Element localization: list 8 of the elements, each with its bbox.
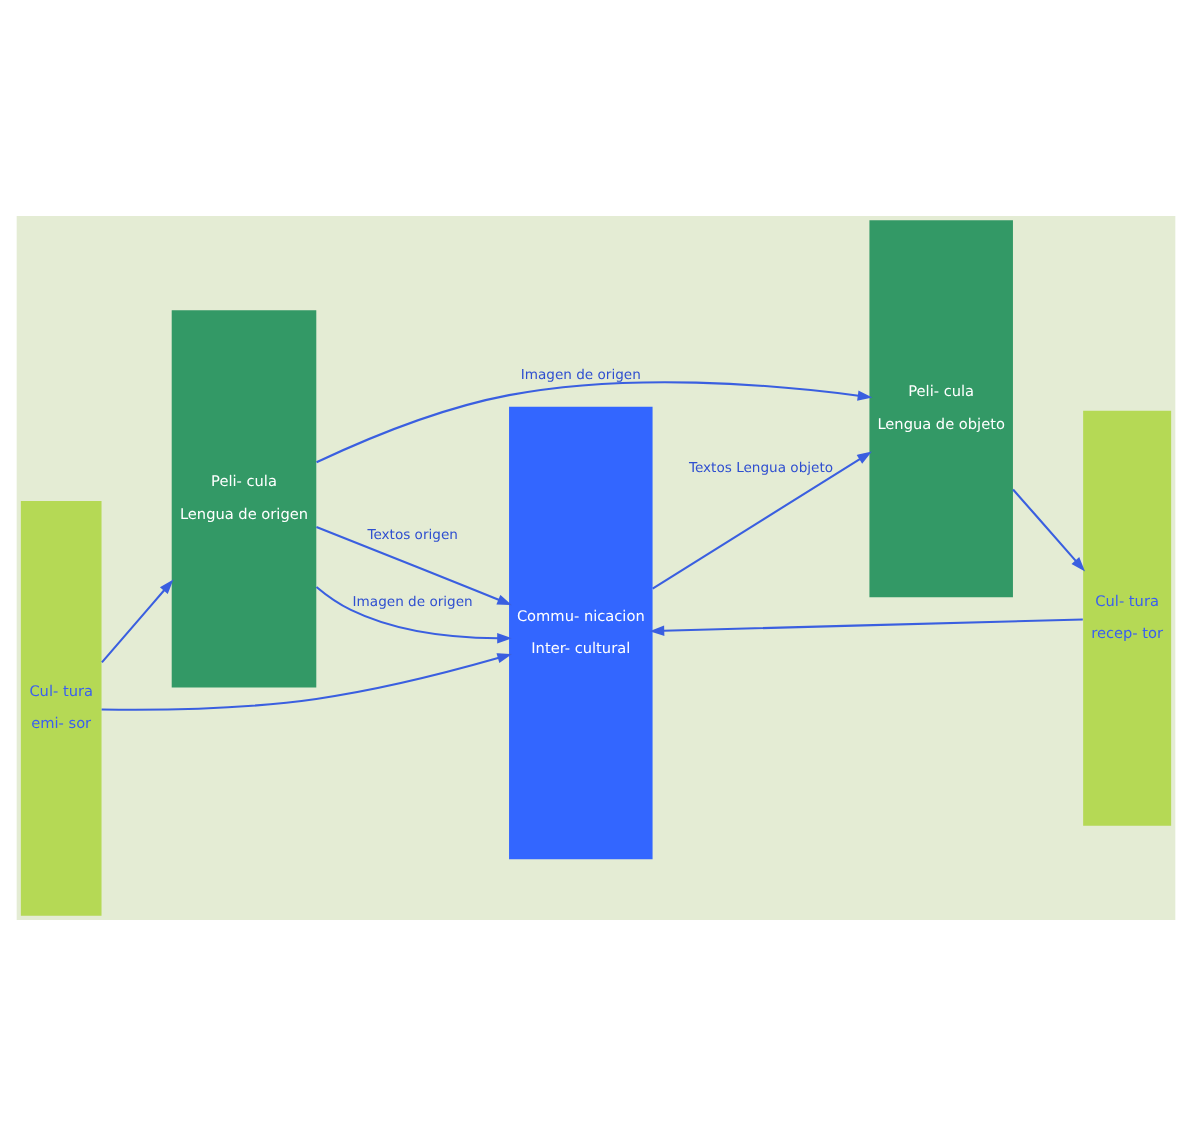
arrow <box>316 381 873 464</box>
arrow <box>316 526 512 606</box>
arrow <box>101 653 513 711</box>
arrow <box>1012 488 1086 572</box>
arrow <box>649 618 1083 636</box>
arrow <box>652 451 872 590</box>
arrow <box>101 579 174 664</box>
arrow <box>315 586 512 644</box>
